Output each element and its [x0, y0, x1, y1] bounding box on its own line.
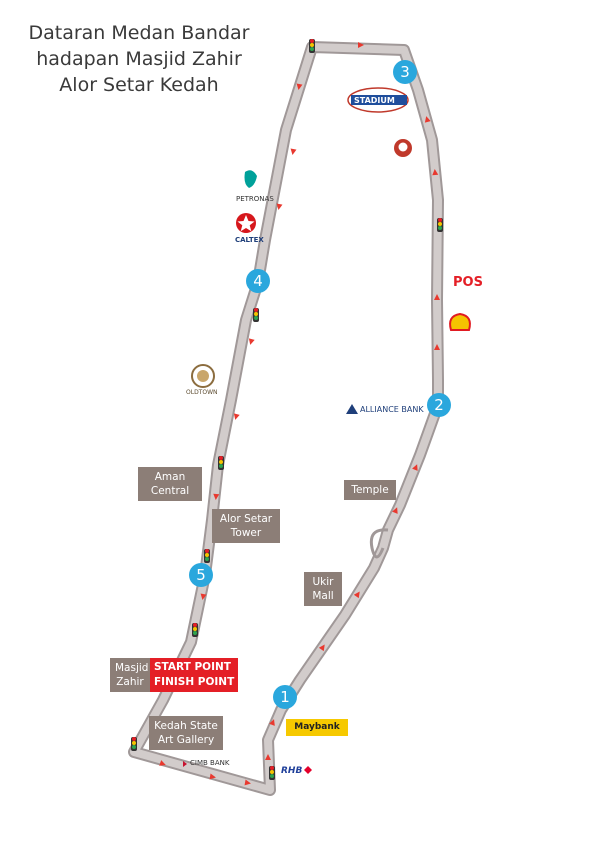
landmark-label: Art Gallery	[157, 734, 215, 746]
arrow-mark	[159, 760, 166, 766]
checkpoint-3: 3	[393, 60, 417, 84]
arrow-mark	[209, 773, 216, 780]
traffic-light-icon	[309, 39, 315, 53]
traffic-light-icon	[437, 218, 443, 232]
arrow-mark	[434, 294, 440, 300]
checkpoint-1: 1	[273, 685, 297, 709]
landmark-alor-setar-tower: Alor Setar Tower	[212, 509, 280, 543]
cimb-logo	[183, 761, 187, 767]
arrow-mark	[269, 719, 275, 726]
traffic-light-icon	[218, 456, 224, 470]
arrow-mark	[200, 593, 207, 600]
rhb-logo-text: RHB	[281, 766, 303, 776]
landmark-label: Central	[150, 485, 190, 497]
checkpoint-5: 5	[189, 563, 213, 587]
traffic-light-icon	[253, 308, 259, 322]
pos-logo	[453, 276, 483, 290]
arrow-mark	[392, 507, 398, 514]
stadium-logo	[347, 87, 409, 113]
shell-logo	[449, 312, 471, 331]
landmark-label: Kedah State	[154, 720, 218, 732]
oldtown-logo-text: OLDTOWN	[186, 389, 218, 396]
cimb-logo-text: CIMB BANK	[190, 759, 230, 767]
landmark-masjid-zahir: Masjid Zahir	[110, 658, 150, 692]
arrow-mark	[290, 148, 297, 155]
traffic-light-icon	[192, 623, 198, 637]
caltex-logo	[236, 213, 256, 233]
landmark-temple: Temple	[344, 480, 396, 500]
landmark-label: Zahir	[116, 676, 144, 688]
landmark-kedah-state-art-gallery: Kedah State Art Gallery	[149, 716, 223, 750]
maybank-logo: Maybank	[286, 719, 348, 736]
arrow-mark	[244, 779, 251, 786]
arrow-mark	[412, 464, 418, 471]
checkpoint-4: 4	[246, 269, 270, 293]
landmark-label: Mall	[312, 590, 334, 602]
title-line-3: Alor Setar Kedah	[59, 74, 219, 96]
landmark-aman-central: Aman Central	[138, 467, 202, 501]
oldtown-logo	[191, 364, 215, 388]
arrow-mark	[358, 42, 364, 48]
arrow-mark	[213, 493, 220, 500]
arrow-mark	[233, 413, 240, 420]
traffic-light-icon	[269, 766, 275, 780]
traffic-light-icon	[131, 737, 137, 751]
finish-point-label: FINISH POINT	[154, 676, 235, 688]
petronas-logo-text: PETRONAS	[236, 195, 274, 203]
alliance-bank-logo-text: ALLIANCE BANK	[360, 405, 424, 414]
arrow-mark	[318, 644, 325, 652]
arrow-mark	[434, 344, 440, 350]
roundabout	[369, 528, 389, 559]
arrow-mark	[296, 83, 303, 90]
arrow-mark	[265, 754, 271, 760]
map-title: Dataran Medan Bandar hadapan Masjid Zahi…	[14, 20, 264, 98]
traffic-light-icon	[204, 549, 210, 563]
title-line-2: hadapan Masjid Zahir	[36, 48, 242, 70]
landmark-label: Tower	[230, 527, 262, 539]
rhb-logo	[304, 766, 312, 774]
start-finish-label: START POINT FINISH POINT	[150, 658, 239, 692]
pos-logo-text: POS	[453, 275, 483, 290]
kfc-logo	[394, 139, 412, 157]
checkpoint-2: 2	[427, 393, 451, 417]
caltex-logo-text: CALTEX	[235, 236, 264, 244]
stadium-logo-text: STADIUM	[354, 96, 395, 105]
arrow-mark	[424, 116, 431, 123]
arrow-mark	[353, 591, 360, 599]
landmark-ukir-mall: Ukir Mall	[304, 572, 342, 606]
alliance-bank-logo	[346, 404, 358, 414]
start-point-label: START POINT	[154, 661, 231, 673]
arrow-mark	[248, 338, 255, 345]
landmark-label: Aman	[154, 471, 186, 483]
landmark-label: Ukir	[312, 576, 334, 588]
title-line-1: Dataran Medan Bandar	[28, 22, 250, 44]
landmark-label: Alor Setar	[219, 513, 273, 525]
landmark-label: Masjid	[115, 662, 149, 674]
landmark-label: Temple	[351, 484, 389, 496]
arrow-mark	[432, 169, 439, 176]
petronas-logo	[244, 170, 257, 188]
arrow-mark	[276, 203, 283, 210]
